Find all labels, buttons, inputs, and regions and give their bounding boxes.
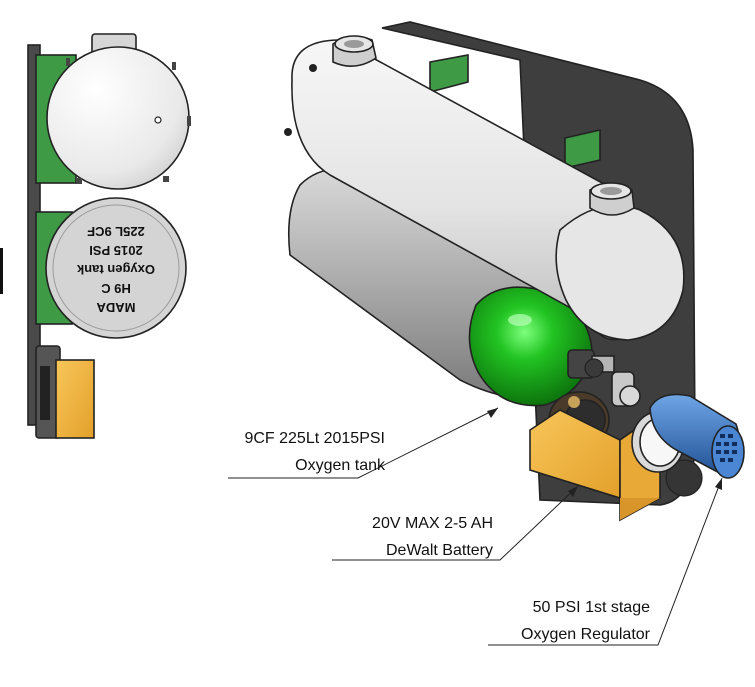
- tank-stamp-line-2: H9 C: [101, 281, 131, 296]
- tank-stamp-line-3: Oxygen tank: [76, 262, 155, 277]
- callout-regulator-name: Oxygen Regulator: [521, 626, 651, 643]
- tank-stamp-line-1: MADA: [96, 300, 136, 315]
- callout-regulator: 50 PSI 1st stage Oxygen Regulator: [488, 477, 723, 646]
- side-view-battery: [55, 359, 95, 439]
- callout-oxygen-tank-spec: 9CF 225Lt 2015PSI: [244, 430, 385, 447]
- callout-battery-spec: 20V MAX 2-5 AH: [372, 515, 493, 532]
- side-view-housing-hole: [154, 116, 162, 124]
- callout-regulator-spec: 50 PSI 1st stage: [533, 599, 651, 616]
- bracket-upper-right: [564, 128, 601, 170]
- callout-oxygen-tank: 9CF 225Lt 2015PSI Oxygen tank: [228, 407, 499, 479]
- bracket-upper-left: [429, 54, 469, 94]
- isometric-view: [284, 21, 745, 522]
- callout-battery: 20V MAX 2-5 AH DeWalt Battery: [332, 485, 579, 561]
- tank-stamp: MADA H9 C Oxygen tank 2015 PSI 225L 9CF: [76, 224, 155, 315]
- housing-port-front: [589, 182, 635, 216]
- side-view-housing-end: [46, 46, 190, 190]
- tank-stamp-line-5: 225L 9CF: [87, 224, 145, 239]
- tank-stamp-line-4: 2015 PSI: [89, 243, 143, 258]
- callout-oxygen-tank-name: Oxygen tank: [295, 457, 386, 474]
- side-view: MADA H9 C Oxygen tank 2015 PSI 225L 9CF: [0, 33, 191, 439]
- tank-valve: [567, 349, 641, 407]
- housing-port-rear: [332, 35, 377, 67]
- callout-battery-name: DeWalt Battery: [386, 542, 493, 559]
- oxygen-regulator: [649, 393, 745, 479]
- side-view-tank-end: [45, 197, 187, 339]
- side-view-edge-mark: [0, 248, 3, 294]
